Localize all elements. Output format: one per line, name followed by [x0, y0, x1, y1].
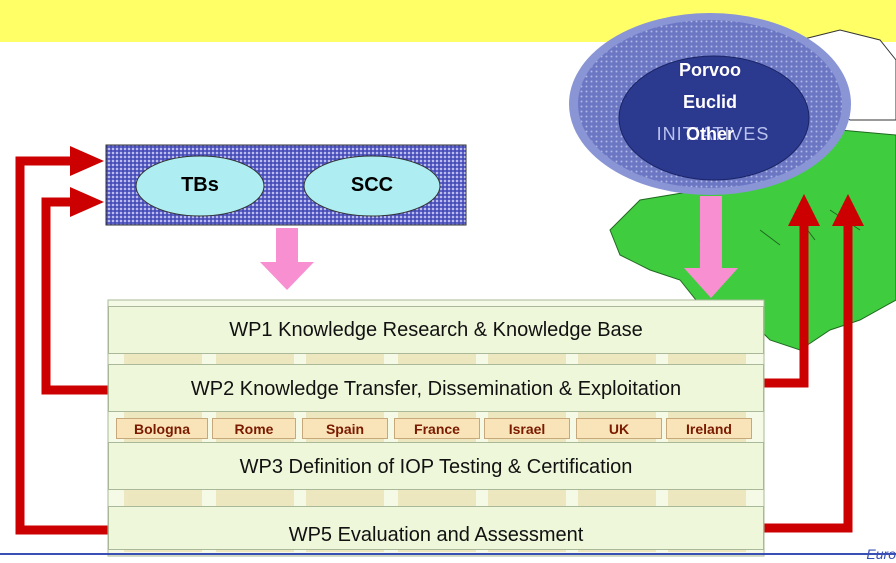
red-arrowheads-left [70, 146, 104, 217]
wp1-label: WP1 Knowledge Research & Knowledge Base [229, 319, 643, 341]
red-arrow-wp5-to-top [15, 156, 110, 535]
site-uk: UK [576, 418, 662, 439]
red-arrows-left [15, 156, 110, 535]
initiatives-inner-ellipse [618, 55, 810, 181]
initiatives-watermark: INITIATIVES [656, 124, 770, 144]
pink-arrow-left-head [260, 262, 314, 290]
wp3-row: WP3 Definition of IOP Testing & Certific… [108, 442, 764, 490]
red-arrowheads-right [788, 194, 864, 226]
scc-label: SCC [350, 174, 394, 196]
wp5-row: WP5 Evaluation and Assessment [108, 506, 764, 550]
red-arrowhead-right-b [832, 194, 864, 226]
wp5-label: WP5 Evaluation and Assessment [288, 524, 584, 546]
initiative-porvoo: Porvoo [678, 60, 741, 80]
pink-arrow-right-shaft [700, 196, 722, 270]
site-ireland: Ireland [666, 418, 752, 439]
initiative-euclid: Euclid [682, 92, 737, 112]
tbs-label: TBs [181, 174, 219, 196]
initiative-other: Other [685, 124, 734, 144]
red-arrows-right [764, 222, 853, 533]
red-arrowhead-lower [70, 187, 104, 217]
pink-arrow-left-shaft [276, 228, 298, 264]
site-spain: Spain [302, 418, 388, 439]
wp2-row: WP2 Knowledge Transfer, Dissemination & … [108, 364, 764, 412]
red-arrowhead-right-a [788, 194, 820, 226]
site-rome: Rome [212, 418, 296, 439]
red-arrow-wp2-to-initiatives [764, 222, 809, 388]
wp1-row: WP1 Knowledge Research & Knowledge Base [108, 306, 764, 354]
footer-rule [0, 553, 896, 555]
pink-arrow-right-head [684, 268, 738, 298]
wp3-label: WP3 Definition of IOP Testing & Certific… [239, 456, 633, 478]
site-france: France [394, 418, 480, 439]
site-bologna: Bologna [116, 418, 208, 439]
scc-ellipse [303, 155, 441, 217]
pink-arrows [260, 196, 738, 298]
wp2-label: WP2 Knowledge Transfer, Dissemination & … [190, 378, 682, 400]
tbs-ellipse [135, 155, 265, 217]
site-israel: Israel [484, 418, 570, 439]
footer-logo: Euro [866, 546, 896, 562]
red-arrow-wp5-to-initiatives [764, 222, 853, 533]
red-arrow-wp2-to-top [41, 197, 110, 395]
red-arrowhead-upper [70, 146, 104, 176]
